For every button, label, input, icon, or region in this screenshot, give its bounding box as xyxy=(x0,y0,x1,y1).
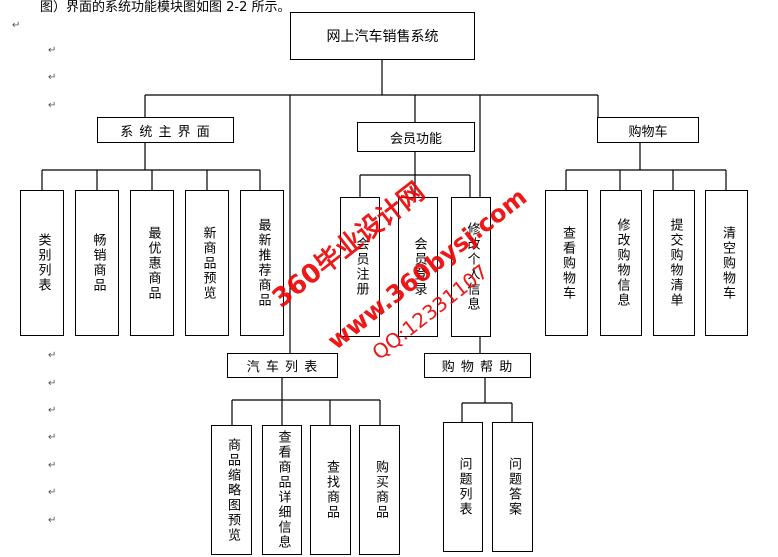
paragraph-mark: ↵ xyxy=(48,432,57,443)
leaf-edit-profile: 修改个人信息 xyxy=(451,197,491,337)
branch-member: 会员功能 xyxy=(357,122,475,152)
leaf-answers: 问题答案 xyxy=(492,422,533,552)
leaf-best-sellers: 畅销商品 xyxy=(75,190,119,336)
paragraph-mark: ↵ xyxy=(48,405,57,416)
intro-text: 图）界面的系统功能模块图如图 2-2 所示。 xyxy=(40,0,291,15)
branch-main-ui: 系 统 主 界 面 xyxy=(97,117,234,143)
leaf-new-products: 新商品预览 xyxy=(185,190,229,336)
leaf-question-list: 问题列表 xyxy=(443,422,483,552)
leaf-clear-cart: 清空购物车 xyxy=(705,190,748,336)
paragraph-mark: ↵ xyxy=(48,350,57,361)
paragraph-mark: ↵ xyxy=(48,100,57,111)
leaf-edit-cart: 修改购物信息 xyxy=(600,190,642,336)
paragraph-mark: ↵ xyxy=(12,20,21,31)
branch-cart: 购物车 xyxy=(597,117,699,143)
leaf-product-details: 查看商品详细信息 xyxy=(262,425,302,555)
leaf-view-cart: 查看购物车 xyxy=(545,190,588,336)
branch-help: 购 物 帮 助 xyxy=(424,353,531,378)
leaf-buy-products: 购买商品 xyxy=(359,425,400,555)
branch-car-list: 汽 车 列 表 xyxy=(227,353,338,378)
leaf-thumbnail-preview: 商品缩略图预览 xyxy=(211,425,252,555)
leaf-search-products: 查找商品 xyxy=(310,425,351,555)
paragraph-mark: ↵ xyxy=(48,487,57,498)
paragraph-mark: ↵ xyxy=(48,72,57,83)
leaf-login: 会员登录 xyxy=(398,197,438,337)
paragraph-mark: ↵ xyxy=(48,45,57,56)
leaf-register: 会员注册 xyxy=(340,197,380,337)
paragraph-mark: ↵ xyxy=(48,378,57,389)
paragraph-mark: ↵ xyxy=(48,515,57,526)
leaf-recommended: 最新推荐商品 xyxy=(240,190,284,336)
leaf-best-deals: 最优惠商品 xyxy=(130,190,174,336)
leaf-category-list: 类别列表 xyxy=(20,190,64,336)
leaf-submit-order: 提交购物清单 xyxy=(653,190,695,336)
paragraph-mark: ↵ xyxy=(48,460,57,471)
root-node: 网上汽车销售系统 xyxy=(290,12,475,60)
